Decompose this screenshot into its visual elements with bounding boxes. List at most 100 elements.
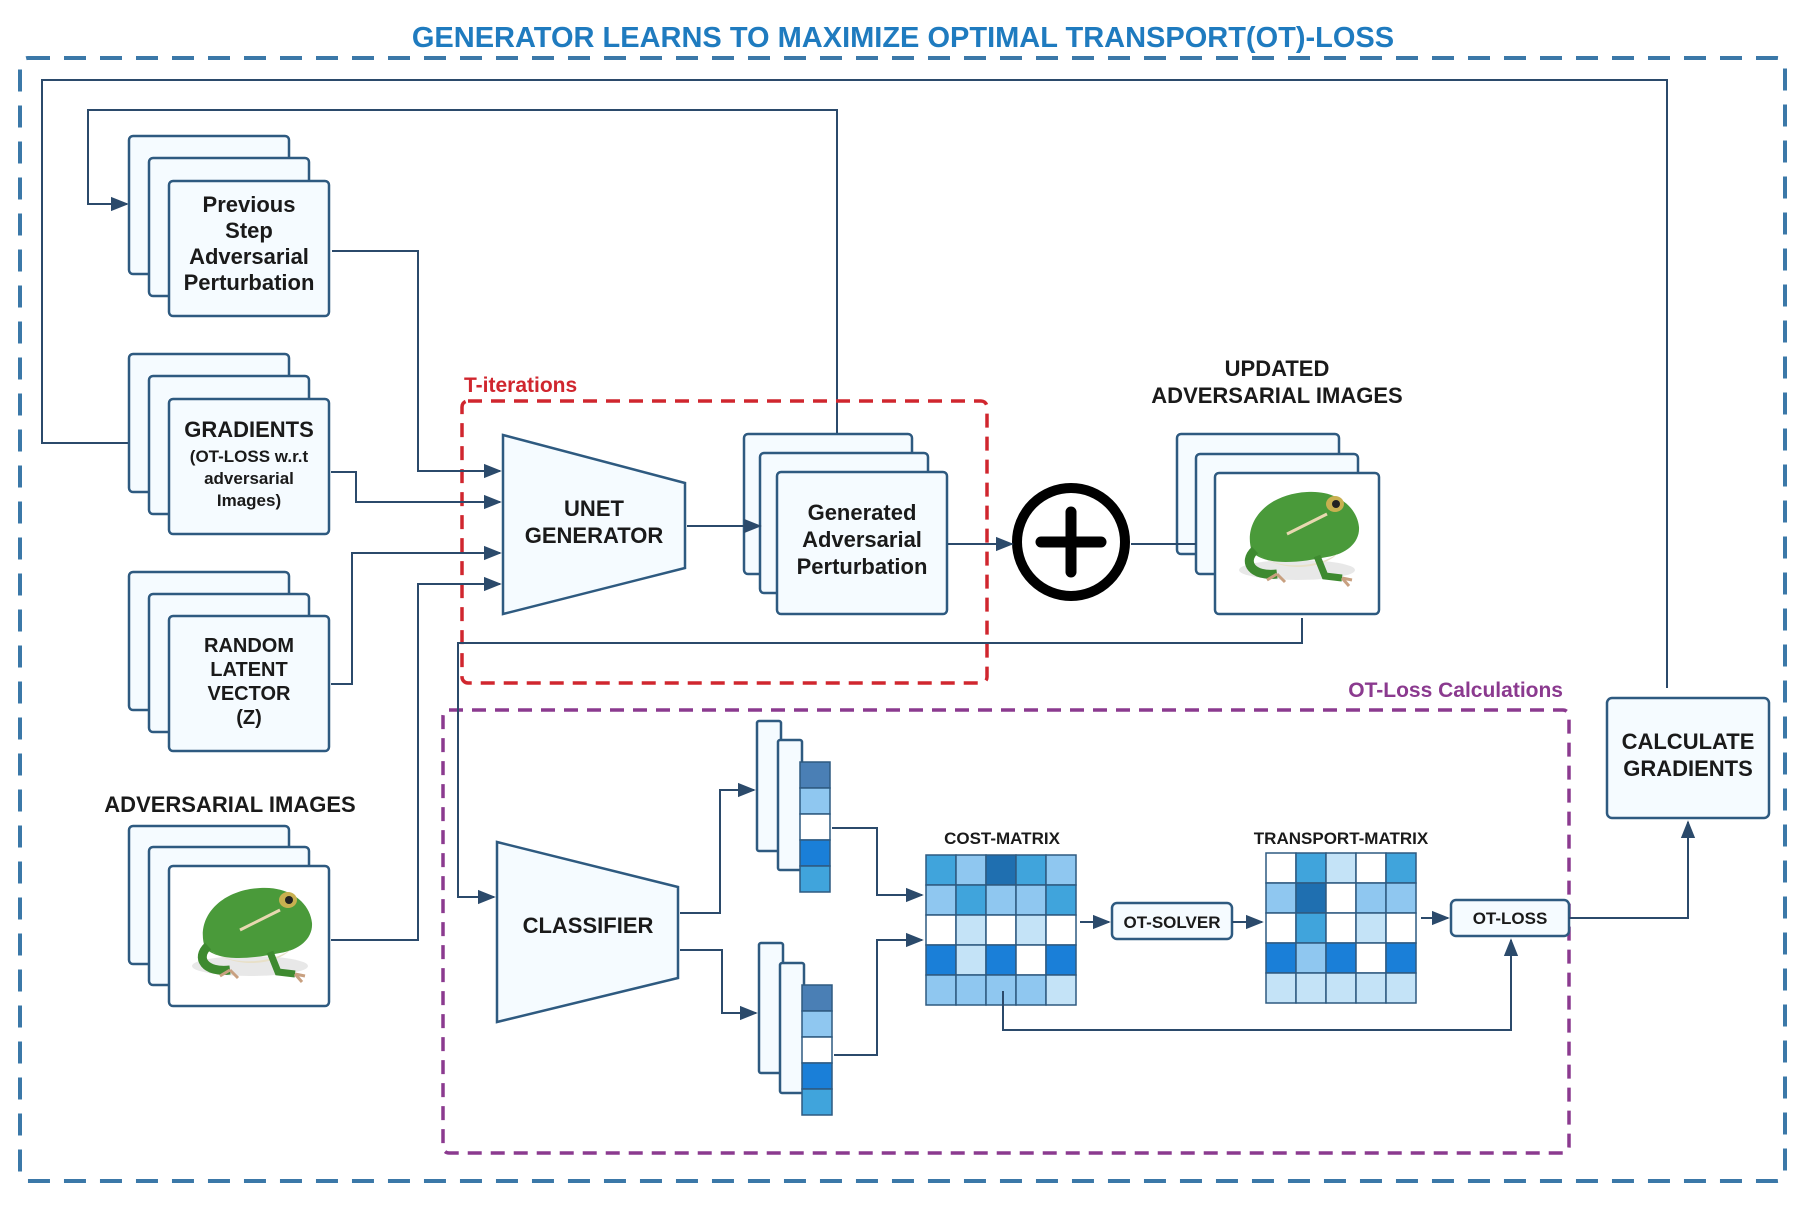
gradients-sub-2: adversarial — [204, 469, 294, 488]
unet-line-1: UNET — [564, 496, 624, 521]
gradients-sub-1: (OT-LOSS w.r.t — [190, 447, 309, 466]
matrix-cell — [1045, 974, 1077, 1006]
generated-line-3: Perturbation — [797, 554, 928, 579]
matrix-cell — [1045, 854, 1077, 886]
matrix-cell — [1355, 882, 1387, 914]
matrix-cell — [1295, 912, 1327, 944]
generated-line-2: Adversarial — [802, 527, 922, 552]
matrix-cell — [1325, 882, 1357, 914]
matrix-cell — [1045, 944, 1077, 976]
gradient-feedback-loop — [41, 79, 1668, 688]
matrix-cell — [1295, 972, 1327, 1004]
matrix-cell — [955, 974, 987, 1006]
calc-gradients-line-2: GRADIENTS — [1623, 756, 1753, 781]
matrix-cell — [1045, 884, 1077, 916]
matrix-cell — [1265, 852, 1297, 884]
matrix-cell — [925, 944, 957, 976]
ot-solver-box: OT-SOLVER — [1110, 901, 1234, 941]
matrix-cell — [925, 854, 957, 886]
matrix-cell — [1355, 972, 1387, 1004]
matrix-cell — [1325, 912, 1357, 944]
latent-line-2: LATENT — [210, 659, 287, 681]
matrix-cell — [925, 884, 957, 916]
matrix-cell — [1385, 852, 1417, 884]
matrix-cell — [1015, 914, 1047, 946]
t-iterations-label: T-iterations — [464, 374, 577, 397]
matrix-cell — [985, 854, 1017, 886]
classifier: CLASSIFIER — [495, 840, 680, 1024]
outer-frame — [18, 56, 1787, 1183]
matrix-cell — [1295, 942, 1327, 974]
logit-vector-stack-bottom — [757, 941, 833, 1116]
prev-step-line-3: Adversarial — [189, 244, 309, 269]
matrix-cell — [1265, 972, 1297, 1004]
gradients-sub-3: Images) — [217, 491, 281, 510]
classifier-label: CLASSIFIER — [523, 913, 654, 938]
matrix-cell — [955, 914, 987, 946]
calculate-gradients-box: CALCULATE GRADIENTS — [1605, 696, 1771, 820]
perturbation-feedback-loop — [87, 109, 838, 447]
matrix-cell — [1265, 912, 1297, 944]
matrix-cell — [1325, 972, 1357, 1004]
matrix-cell — [925, 914, 957, 946]
prev-step-line-4: Perturbation — [184, 270, 315, 295]
matrix-cell — [955, 944, 987, 976]
matrix-cell — [1385, 882, 1417, 914]
prev-step-line-2: Step — [225, 218, 273, 243]
latent-vector-stack: RANDOM LATENT VECTOR (Z) — [127, 570, 331, 753]
matrix-cell — [1295, 852, 1327, 884]
matrix-cell — [985, 944, 1017, 976]
matrix-cell — [1265, 882, 1297, 914]
matrix-cell — [1355, 942, 1387, 974]
ot-loss-label: OT-Loss Calculations — [1348, 679, 1563, 702]
matrix-cell — [1355, 852, 1387, 884]
cost-matrix — [925, 854, 1077, 1006]
updated-images-stack — [1175, 432, 1381, 616]
unet-generator: UNET GENERATOR — [501, 433, 687, 616]
logit-vector-stack-top — [755, 719, 831, 893]
matrix-cell — [1385, 972, 1417, 1004]
gradients-title: GRADIENTS — [184, 417, 314, 442]
matrix-cell — [985, 914, 1017, 946]
matrix-cell — [955, 854, 987, 886]
matrix-cell — [985, 884, 1017, 916]
connectors — [331, 250, 1696, 1056]
prev-step-line-1: Previous — [203, 192, 296, 217]
matrix-cell — [1015, 944, 1047, 976]
adversarial-images-stack — [127, 824, 331, 1008]
updated-images-line-1: UPDATED — [1225, 356, 1330, 381]
matrix-cell — [1295, 882, 1327, 914]
ot-loss-box: OT-LOSS — [1449, 898, 1571, 938]
matrix-cell — [925, 974, 957, 1006]
unet-line-2: GENERATOR — [525, 523, 664, 548]
updated-images-line-2: ADVERSARIAL IMAGES — [1151, 383, 1402, 408]
matrix-cell — [1015, 884, 1047, 916]
t-iterations-frame — [460, 399, 989, 685]
gradients-stack: GRADIENTS (OT-LOSS w.r.t adversarial Ima… — [127, 352, 331, 536]
page-title: GENERATOR LEARNS TO MAXIMIZE OPTIMAL TRA… — [412, 22, 1394, 54]
matrix-cell — [1325, 942, 1357, 974]
ot-solver-label: OT-SOLVER — [1124, 913, 1221, 932]
matrix-cell — [1045, 914, 1077, 946]
ot-loss-box-label: OT-LOSS — [1473, 909, 1548, 928]
generated-line-1: Generated — [808, 500, 917, 525]
matrix-cell — [955, 884, 987, 916]
calc-gradients-line-1: CALCULATE — [1622, 729, 1755, 754]
adversarial-images-label: ADVERSARIAL IMAGES — [104, 792, 355, 817]
matrix-cell — [1265, 942, 1297, 974]
latent-line-1: RANDOM — [204, 635, 294, 657]
circled-plus-icon — [1012, 483, 1130, 601]
cost-matrix-label: COST-MATRIX — [944, 829, 1061, 848]
transport-matrix — [1265, 852, 1417, 1004]
generated-perturbation-stack: Generated Adversarial Perturbation — [742, 432, 949, 616]
transport-matrix-label: TRANSPORT-MATRIX — [1254, 829, 1429, 848]
matrix-cell — [1385, 912, 1417, 944]
matrix-cell — [1015, 854, 1047, 886]
matrix-cell — [1355, 912, 1387, 944]
latent-line-4: (Z) — [236, 707, 262, 729]
matrix-cell — [1325, 852, 1357, 884]
previous-step-stack: Previous Step Adversarial Perturbation — [127, 134, 331, 318]
latent-line-3: VECTOR — [208, 683, 292, 705]
matrix-cell — [1385, 942, 1417, 974]
